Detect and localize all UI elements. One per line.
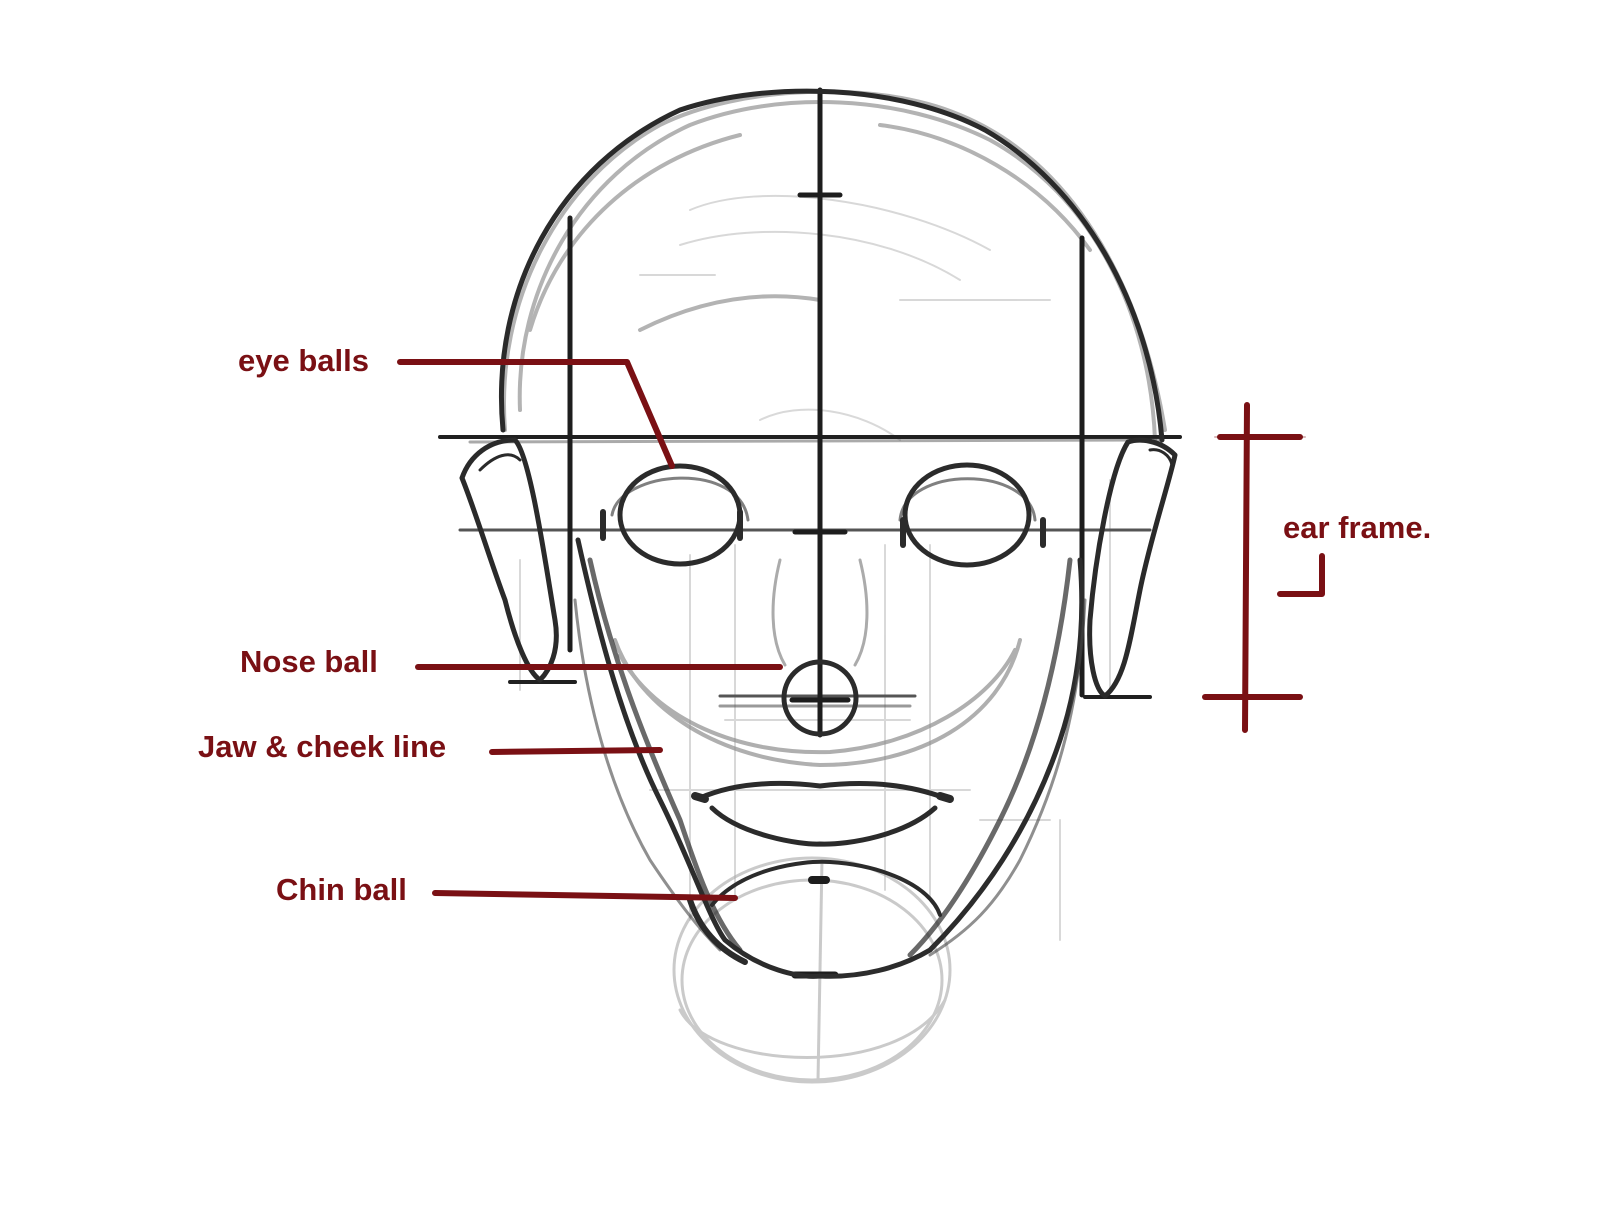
jaw-cheek-leader — [489, 747, 663, 755]
cheek-ball-strokes — [613, 638, 1022, 767]
ear-frame-corner — [1277, 553, 1325, 597]
chin-ball-leader — [432, 890, 738, 901]
eye-strokes — [600, 462, 1046, 568]
cranium-strokes — [502, 89, 1167, 442]
chin-ball-label: Chin ball — [276, 872, 407, 907]
annotation-dots — [652, 456, 793, 909]
eye-balls-label: eye balls — [238, 343, 369, 378]
eye-balls-leader — [397, 359, 675, 469]
horizontal-guides — [438, 435, 1182, 708]
mouth-strokes — [691, 781, 954, 847]
nose-strokes — [771, 558, 869, 737]
ear-frame-label: ear frame. — [1283, 510, 1432, 545]
chin-ghost-strokes — [672, 856, 952, 1084]
ear-frame-bracket — [1202, 402, 1325, 733]
ear-strokes — [459, 437, 1178, 699]
nose-ball-label: Nose ball — [240, 644, 378, 679]
chin-strokes — [687, 859, 942, 965]
jaw-cheek-line-label: Jaw & cheek line — [198, 729, 447, 764]
annotation-leaders — [397, 359, 783, 901]
head-outline — [499, 88, 1165, 979]
